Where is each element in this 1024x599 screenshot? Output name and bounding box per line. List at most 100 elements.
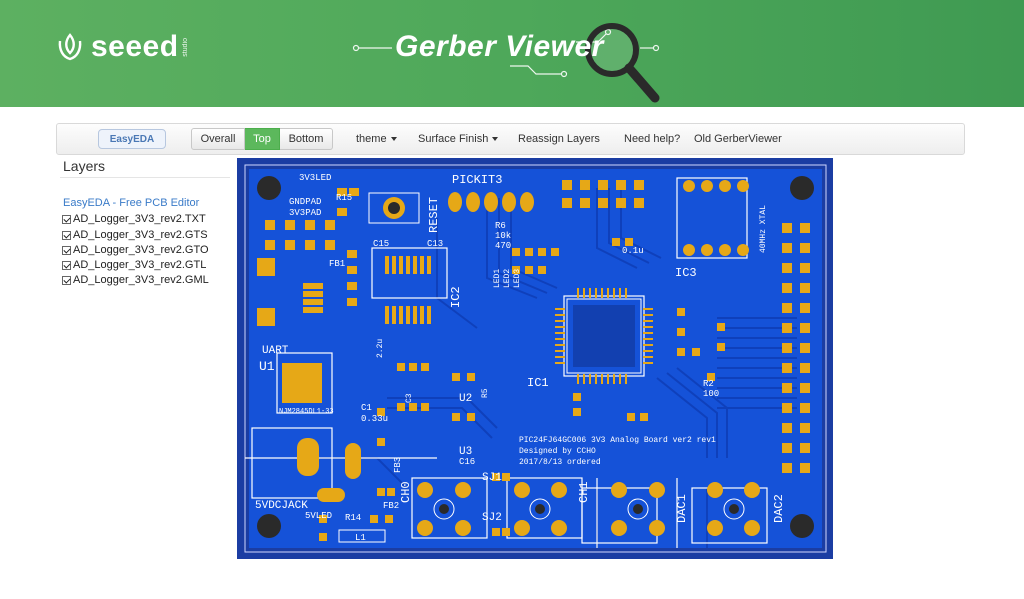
silk-sj1: SJ1: [482, 472, 502, 484]
layer-item-gts[interactable]: AD_Logger_3V3_rev2.GTS: [62, 228, 208, 242]
silk-designer: Designed by CCHO: [519, 447, 596, 456]
site-header: seeed studio Gerber Viewer: [0, 0, 1024, 107]
silk-l1: L1: [355, 533, 366, 543]
easyeda-logo-text: EasyEDA: [109, 133, 155, 145]
silk-c13: C13: [427, 239, 443, 249]
brand-name: seeed: [91, 30, 179, 63]
view-overall-button[interactable]: Overall: [191, 128, 245, 150]
viewer-toolbar: EasyEDA Overall Top Bottom theme Surface…: [56, 123, 965, 155]
reassign-layers-label: Reassign Layers: [518, 133, 600, 145]
view-bottom-button[interactable]: Bottom: [280, 128, 333, 150]
easyeda-logo[interactable]: EasyEDA: [98, 129, 166, 149]
silk-fb2: FB2: [383, 501, 399, 511]
silk-ch1: CH1: [577, 481, 591, 503]
silkscreen-rotated: RESET IC2 CH0 CH1 DAC1 DAC2 FB3 40MHz XT…: [376, 197, 786, 523]
layer-item-txt[interactable]: AD_Logger_3V3_rev2.TXT: [62, 212, 206, 226]
layer-name: AD_Logger_3V3_rev2.GTS: [73, 229, 208, 241]
easyeda-editor-link[interactable]: EasyEDA - Free PCB Editor: [63, 197, 200, 209]
layer-checkbox[interactable]: [62, 214, 71, 224]
smd-pads: [319, 238, 725, 541]
pcb-render[interactable]: 3V3LED GNDPAD 3V3PAD R15 C15 C13 FB1 UAR…: [237, 158, 833, 559]
pad-3v3-gnd: [257, 188, 359, 403]
silk-led1: LED1: [493, 269, 502, 288]
silk-100: 100: [703, 389, 719, 399]
magnifier-icon: [585, 23, 660, 103]
silk-5vled: 5VLED: [305, 511, 332, 521]
layers-divider: [60, 177, 230, 178]
layer-checkbox[interactable]: [62, 260, 71, 270]
brand-sub: studio: [181, 37, 189, 57]
silk-r6: R6: [495, 221, 506, 231]
old-gerberviewer-label: Old GerberViewer: [694, 133, 782, 145]
mounting-holes: [257, 176, 814, 538]
view-top-button[interactable]: Top: [245, 128, 280, 150]
need-help-label: Need help?: [624, 133, 681, 145]
header-pads-top: [562, 180, 644, 208]
silk-xtal: 40MHz XTAL: [759, 205, 768, 253]
view-button-group: Overall Top Bottom: [191, 128, 333, 150]
silk-033u: 0.33u: [361, 414, 388, 424]
layer-item-gml[interactable]: AD_Logger_3V3_rev2.GML: [62, 273, 209, 287]
seeed-logo[interactable]: seeed studio: [55, 30, 189, 64]
layer-name: AD_Logger_3V3_rev2.GTL: [73, 259, 207, 271]
right-header-pads: [782, 223, 810, 473]
silk-c3: C3: [405, 393, 414, 403]
silk-sj2: SJ2: [482, 512, 502, 524]
ic3-pads: [683, 180, 749, 256]
silk-ic2: IC2: [449, 286, 463, 308]
silk-gndpad: GNDPAD: [289, 197, 321, 207]
silk-470: 470: [495, 241, 511, 251]
silk-r15: R15: [336, 193, 352, 203]
pcb-canvas[interactable]: 3V3LED GNDPAD 3V3PAD R15 C15 C13 FB1 UAR…: [237, 158, 833, 559]
theme-menu[interactable]: theme: [356, 124, 397, 154]
silk-ic3: IC3: [675, 266, 697, 280]
silk-ch0: CH0: [399, 481, 413, 503]
pickit-pads: [448, 192, 534, 212]
old-gerberviewer-link[interactable]: Old GerberViewer: [694, 124, 782, 154]
silk-dac1: DAC1: [675, 494, 689, 523]
silk-5vdcjack: 5VDCJACK: [255, 500, 308, 512]
surface-finish-menu[interactable]: Surface Finish: [418, 124, 499, 154]
silk-r2: R2: [703, 379, 714, 389]
header-background: [0, 0, 1024, 107]
chevron-down-icon: [390, 137, 397, 141]
silk-fb3: FB3: [393, 457, 403, 473]
layer-name: AD_Logger_3V3_rev2.TXT: [73, 213, 206, 225]
silk-3v3led: 3V3LED: [299, 173, 331, 183]
silk-pickit: PICKIT3: [452, 173, 502, 187]
theme-menu-label: theme: [356, 133, 387, 145]
surface-finish-menu-label: Surface Finish: [418, 133, 489, 145]
ic1-chip: [555, 288, 653, 384]
silk-reset: RESET: [427, 197, 441, 233]
reassign-layers-link[interactable]: Reassign Layers: [518, 124, 600, 154]
silk-nj: NJM2845DL1-33: [279, 408, 334, 416]
silk-10k: 10k: [495, 231, 511, 241]
seeed-leaf-icon: [58, 33, 82, 61]
silk-u3: U3: [459, 446, 472, 458]
silk-order-date: 2017/8/13 ordered: [519, 458, 601, 467]
silk-r14: R14: [345, 513, 361, 523]
silk-3v3pad: 3V3PAD: [289, 208, 321, 218]
layers-heading: Layers: [63, 158, 106, 174]
silk-r5: R5: [481, 388, 490, 398]
silk-dac2: DAC2: [772, 494, 786, 523]
layer-name: AD_Logger_3V3_rev2.GTO: [73, 244, 209, 256]
silk-ic1: IC1: [527, 376, 549, 390]
chevron-down-icon: [492, 137, 499, 141]
silk-22u: 2.2u: [376, 339, 385, 358]
silk-u1: U1: [259, 359, 275, 374]
layer-checkbox[interactable]: [62, 245, 71, 255]
silk-c16: C16: [459, 457, 475, 467]
silk-uart: UART: [262, 345, 289, 357]
silk-led3: LED3: [513, 269, 522, 288]
silk-c1: C1: [361, 403, 372, 413]
silk-fb1: FB1: [329, 259, 345, 269]
layer-item-gto[interactable]: AD_Logger_3V3_rev2.GTO: [62, 243, 209, 257]
ic2-pads: [385, 256, 431, 324]
layer-checkbox[interactable]: [62, 275, 71, 285]
need-help-link[interactable]: Need help?: [624, 124, 680, 154]
silk-01u-c9: 0.1u: [622, 246, 644, 256]
layer-checkbox[interactable]: [62, 230, 71, 240]
circuit-decoration-icon: [352, 23, 660, 103]
layer-item-gtl[interactable]: AD_Logger_3V3_rev2.GTL: [62, 258, 206, 272]
